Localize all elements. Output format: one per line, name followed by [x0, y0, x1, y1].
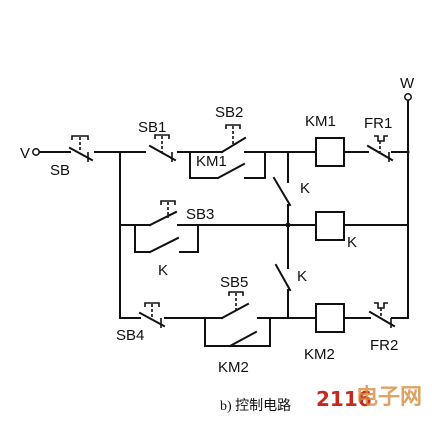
terminal-w-circle: [404, 93, 412, 101]
switch-sb2: SB2: [199, 104, 256, 154]
coil-km2: KM2: [304, 303, 345, 363]
wires: [39, 99, 410, 347]
switch-sb2-button: [225, 124, 241, 129]
switch-sb1-label: SB1: [138, 119, 166, 136]
switch-sb5-button: [228, 291, 244, 296]
relay-fr2-label: FR2: [370, 337, 398, 354]
switch-sb2-blade: [220, 136, 247, 154]
switch-sb4: SB4: [116, 302, 166, 344]
contact-k-upper: K: [272, 176, 310, 207]
switch-sb3: SB3: [148, 200, 214, 227]
junction-dot: [406, 150, 410, 154]
contact-km1-blade: [216, 162, 246, 180]
contact-km2: KM2: [218, 330, 258, 376]
contact-k-lower-blade: [274, 263, 292, 292]
switch-sb5: SB5: [220, 274, 250, 320]
relay-fr2-thermal: [374, 302, 388, 309]
switch-sb3-blade: [148, 210, 178, 227]
terminal-w: W: [400, 75, 415, 101]
contact-k-hold-blade: [148, 236, 180, 254]
terminal-v-circle: [32, 148, 40, 156]
switch-sb4-label: SB4: [116, 327, 144, 344]
junction-dot: [285, 222, 291, 228]
switch-sb5-blade: [220, 302, 250, 320]
switch-sb4-button: [144, 302, 160, 307]
coil-km1-box: [315, 137, 345, 167]
watermark-brand: 电子网: [356, 385, 422, 410]
contact-k-lower-label: K: [297, 268, 307, 285]
coil-km2-box: [315, 303, 345, 333]
contact-k-lower: K: [274, 263, 307, 292]
switch-sb: SB: [50, 135, 94, 179]
terminal-v: V: [20, 145, 40, 162]
coil-km1: KM1: [305, 113, 345, 167]
relay-fr1-label: FR1: [364, 115, 392, 132]
switch-sb1-blade: [148, 144, 177, 162]
relay-fr1: FR1: [364, 115, 394, 162]
coil-k-label: K: [347, 234, 357, 251]
relay-fr2-blade: [368, 310, 396, 328]
site-watermark-logo: 2116 电子网: [316, 385, 422, 411]
diagram-caption: b) 控制电路: [220, 398, 291, 414]
contact-k-hold-label: K: [158, 262, 168, 279]
switch-sb3-button: [160, 200, 176, 205]
coil-km1-label: KM1: [305, 113, 336, 130]
switch-sb-button: [71, 135, 89, 140]
relay-fr1-blade: [366, 144, 394, 162]
switch-sb4-blade: [138, 311, 166, 328]
switch-sb3-label: SB3: [186, 206, 214, 223]
terminal-w-label: W: [400, 75, 415, 92]
contact-km1: KM1: [196, 153, 246, 180]
contact-k-upper-blade: [272, 176, 292, 207]
contact-km2-blade: [228, 330, 258, 348]
coil-k: K: [315, 211, 357, 251]
watermark-digits: 2116: [316, 387, 372, 411]
contact-km2-label: KM2: [218, 359, 249, 376]
contact-k-hold: K: [148, 236, 180, 279]
coil-k-box: [315, 211, 345, 241]
switch-sb-label: SB: [50, 162, 70, 179]
terminal-v-label: V: [20, 145, 30, 162]
switch-sb1-button: [154, 134, 170, 139]
switch-sb2-label: SB2: [215, 104, 243, 121]
contact-k-upper-label: K: [300, 180, 310, 197]
switch-sb5-label: SB5: [220, 274, 248, 291]
relay-fr1-thermal: [374, 135, 388, 142]
contact-km1-label: KM1: [196, 153, 227, 170]
relay-fr2: FR2: [368, 302, 398, 354]
switch-sb1: SB1: [138, 119, 177, 162]
coil-km2-label: KM2: [304, 346, 335, 363]
